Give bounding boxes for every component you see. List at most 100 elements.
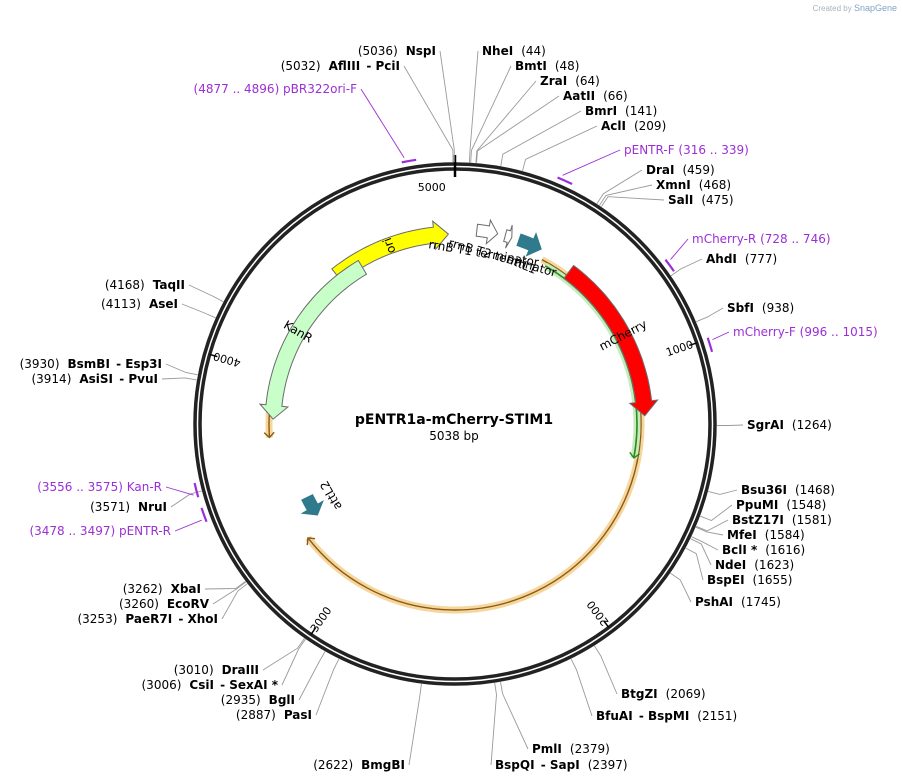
primer-mark-pbr322ori-f (401, 158, 417, 164)
site-label-bmtI: BmtI(48) (515, 59, 580, 73)
site-label-part: NruI (138, 500, 167, 514)
site-label-part: - XhoI (174, 612, 218, 626)
site-label-ecoRV: (3260) EcoRV (119, 597, 210, 611)
site-leader-ecoRV (212, 581, 247, 605)
tick-label-2000: 2000 (584, 598, 611, 628)
site-label-part: AsiSI (79, 372, 113, 386)
primer-sites: (4877 .. 4896) pBR322ori-F pENTR-F (316 .… (29, 82, 877, 538)
site-label-part: BspQI (495, 758, 535, 772)
site-leader-paeR7I (221, 583, 248, 620)
site-leader-btgZI (594, 645, 618, 695)
tick-label-1000: 1000 (664, 338, 695, 359)
site-label-aflIII: (5032)AflIII - PciI (281, 59, 400, 73)
site-label-part: (3253) (77, 612, 117, 626)
site-label-part: (3006) (142, 678, 182, 692)
site-leader-sbfI (696, 307, 724, 323)
site-label-part: - PvuI (115, 372, 158, 386)
site-label-aatII: AatII(66) (563, 89, 628, 103)
site-label-asiSI: (3914)AsiSI - PvuI (31, 372, 158, 386)
site-label-xbaI: (3262)XbaI (123, 582, 201, 596)
primer-mark-pentr-r (200, 507, 208, 523)
site-label-part: (3260) (119, 597, 159, 611)
site-label-part: (1623) (754, 558, 794, 572)
feature-label-rrnb-t2-terminator: rrnB T2 terminator (447, 236, 558, 280)
primer-label-pentr-r: (3478 .. 3497) pENTR-R (29, 524, 171, 538)
site-label-aclI: AclI(209) (601, 119, 666, 133)
site-label-part: SalI (668, 193, 693, 207)
site-label-bfuAI: BfuAI - BspMI(2151) (596, 709, 737, 723)
primer-label-pentr-f: pENTR-F (316 .. 339) (624, 143, 749, 157)
feature-label-attl2: attL2 (317, 478, 345, 512)
site-label-zraI: ZraI(64) (540, 74, 600, 88)
site-label-part: - SapI (537, 758, 580, 772)
site-label-part: DraIII (222, 663, 259, 677)
site-label-part: (468) (699, 178, 731, 192)
site-label-part: AclI (601, 119, 626, 133)
site-label-part: (2622) (313, 758, 353, 772)
site-label-bclI: BclI *(1616) (722, 543, 805, 557)
primer-label-pbr322ori-f: (4877 .. 4896) pBR322ori-F (194, 82, 358, 96)
site-leader-aatII (476, 95, 560, 163)
site-label-part: EcoRV (167, 597, 210, 611)
site-leader-asiSI (161, 377, 197, 381)
site-leader-mfeI (695, 526, 724, 536)
site-leader-aflIII (403, 65, 454, 163)
site-label-part: SgrAI (747, 418, 784, 432)
primer-leader-pbr322ori-f (360, 88, 405, 159)
site-label-part: (5036) (358, 44, 398, 58)
restriction-sites: (5036)NspI(5032)AflIII - PciINheI(44)Bmt… (20, 44, 835, 772)
tick-mark-4000 (209, 353, 218, 358)
site-leader-pmlI (500, 681, 529, 750)
snapgene-watermark: Created by SnapGene (813, 3, 897, 13)
site-leader-bmrI (500, 110, 582, 167)
site-label-part: (2379) (570, 742, 610, 756)
primer-leader-pentr-r (174, 519, 202, 532)
site-label-part: CsiI (189, 678, 214, 692)
site-leader-draIII (262, 638, 305, 671)
site-label-bsmBI: (3930)BsmBI - Esp3I (20, 357, 162, 371)
site-leader-ahdI (670, 258, 703, 277)
site-label-draI: DraI(459) (646, 163, 715, 177)
site-leader-nheI (468, 50, 479, 163)
site-label-salI: SalI(475) (668, 193, 734, 207)
site-label-part: (3930) (20, 357, 60, 371)
site-label-taqII: (4168) TaqII (105, 278, 185, 292)
feature-rrnb-t2-terminator (503, 224, 513, 249)
site-label-bspEI: BspEI(1655) (707, 573, 792, 587)
site-label-mfeI: MfeI(1584) (727, 528, 805, 542)
site-label-part: (1581) (792, 513, 832, 527)
site-label-part: (1655) (753, 573, 793, 587)
site-label-xmnI: XmnI(468) (656, 178, 731, 192)
site-leader-bspEI (685, 547, 704, 581)
site-label-part: BmgBI (361, 758, 405, 772)
site-label-part: PasI (284, 708, 312, 722)
site-label-paeR7I: (3253)PaeR7I - XhoI (77, 612, 218, 626)
site-label-part: TaqII (153, 278, 185, 292)
site-leader-ppuMI (700, 504, 733, 522)
site-label-part: AseI (149, 297, 178, 311)
site-label-part: - PciI (362, 59, 400, 73)
site-leader-bsu36I (708, 489, 738, 495)
primer-leader-mcherry-r (670, 238, 689, 260)
site-leader-taqII (188, 284, 224, 303)
site-leader-bglI (298, 651, 326, 701)
site-label-part: PmlI (532, 742, 562, 756)
site-label-part: (4168) (105, 278, 145, 292)
site-label-part: AatII (563, 89, 595, 103)
site-label-part: BglI (269, 693, 295, 707)
site-label-part: (3571) (90, 500, 130, 514)
primer-mark-kan-r (193, 482, 200, 498)
site-label-part: (48) (555, 59, 580, 73)
site-leader-bsmBI (165, 363, 198, 376)
site-label-part: - Esp3I (112, 357, 162, 371)
tick-label-5000: 5000 (418, 181, 446, 194)
site-label-part: (1616) (765, 543, 805, 557)
site-label-part: BfuAI (596, 709, 633, 723)
tick-label-4000: 4000 (212, 349, 242, 369)
site-label-part: (938) (762, 301, 794, 315)
primer-leader-pentr-f (562, 149, 621, 176)
site-label-part: SbfI (727, 301, 754, 315)
site-label-nheI: NheI(44) (482, 44, 546, 58)
site-leader-bmtI (470, 65, 512, 163)
watermark-prefix: Created by (812, 4, 852, 13)
